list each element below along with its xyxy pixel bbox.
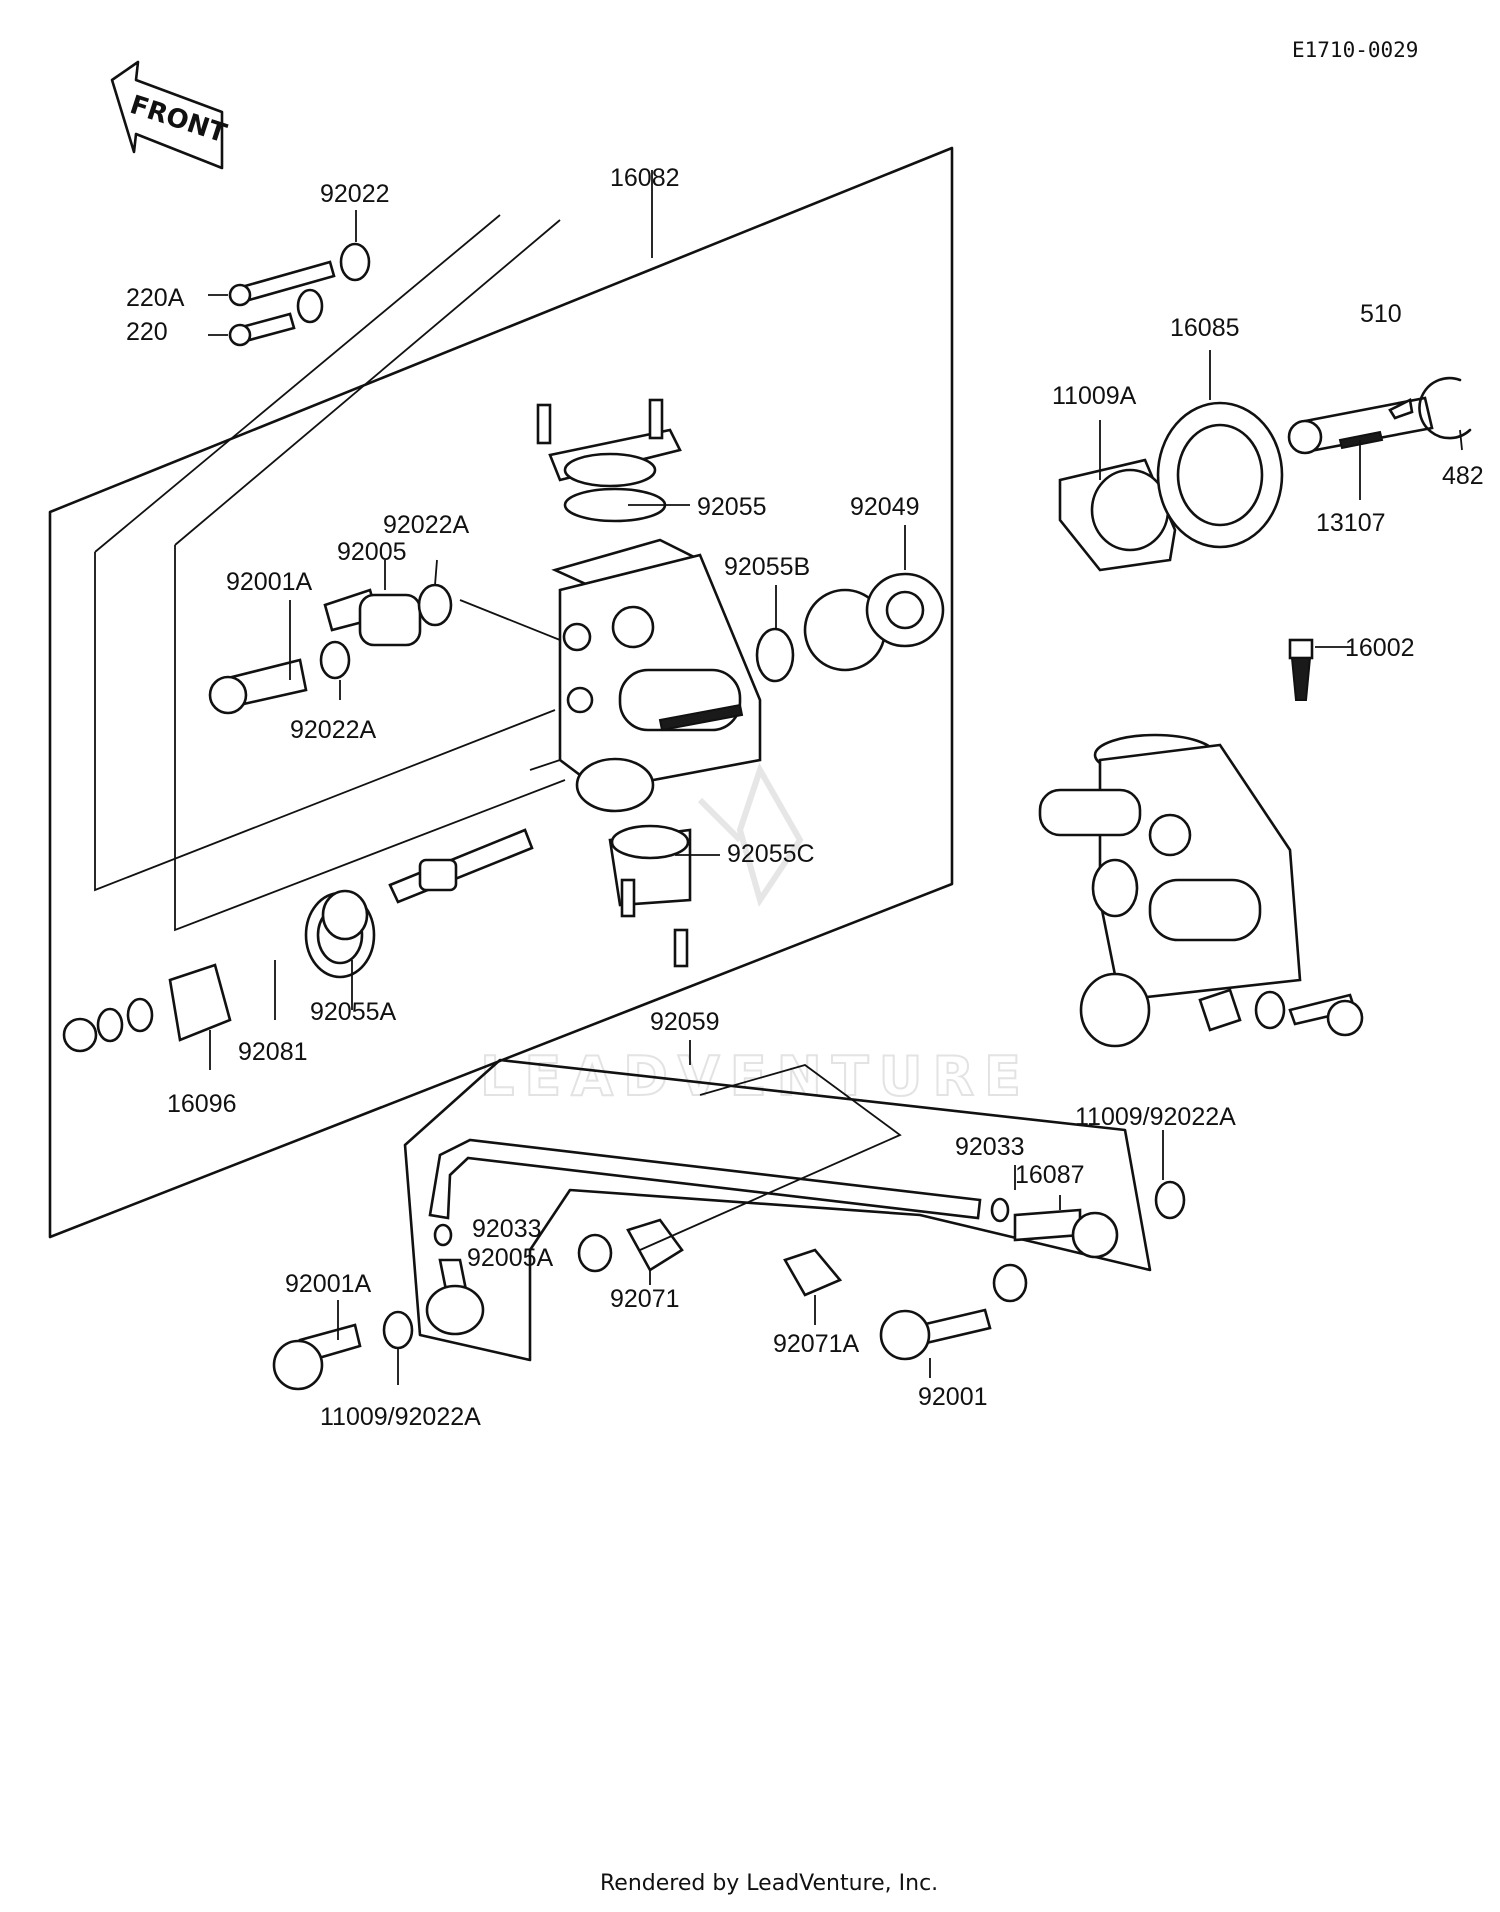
bolts-220 (208, 210, 371, 347)
part-label: 92049 (850, 493, 920, 521)
part-label: 92022 (320, 180, 390, 208)
part-label: 92033 (955, 1133, 1025, 1161)
oil-pump-body (459, 398, 762, 813)
watermark-text: LEADVENTURE (480, 1045, 1031, 1108)
front-arrow: FRONT (110, 60, 230, 170)
part-label: 92005 (337, 538, 407, 566)
part-label: 92001A (285, 1270, 372, 1298)
part-label: 92055B (724, 553, 810, 581)
part-label: 16002 (1345, 634, 1415, 662)
part-label: 92022A (383, 511, 470, 539)
part-label: 11009A (1052, 382, 1137, 410)
part-label: 92001 (918, 1383, 988, 1411)
part-label: 16082 (610, 164, 680, 192)
part-label: 16096 (167, 1090, 237, 1118)
part-label: 92001A (226, 568, 313, 596)
leader-lines (209, 350, 1463, 1385)
drawing-code: E1710-0029 (1292, 38, 1418, 62)
part-label: 92055A (310, 998, 397, 1026)
part-label: 92059 (650, 1008, 720, 1036)
part-label: 220A (126, 284, 185, 312)
part-label: 510 (1360, 300, 1402, 328)
part-label: 13107 (1316, 509, 1386, 537)
assembled-pump-right (1038, 733, 1364, 1048)
assembly-frame-16082 (48, 146, 954, 1239)
part-label: 92022A (290, 716, 377, 744)
front-arrow-label: FRONT (126, 90, 230, 149)
part-label: 92071 (610, 1285, 680, 1313)
part-labels: 16082 92022 220A 220 92055 92022A 92005 … (126, 164, 1484, 1431)
render-credit-footer: Rendered by LeadVenture, Inc. (600, 1871, 938, 1896)
oil-line-assembly-92059 (272, 1058, 1186, 1391)
part-label: 11009/92022A (1075, 1103, 1236, 1131)
part-label: 92055 (697, 493, 767, 521)
part-label: 92055C (727, 840, 815, 868)
part-label: 92081 (238, 1038, 308, 1066)
part-label: 11009/92022A (320, 1403, 481, 1431)
part-label: 16087 (1015, 1161, 1085, 1189)
gear-and-shaft (1058, 376, 1472, 701)
part-label: 16085 (1170, 314, 1240, 342)
part-label: 482 (1442, 462, 1484, 490)
part-label: 92071A (773, 1330, 860, 1358)
leadventure-watermark: LEADVENTURE (479, 762, 1031, 1109)
part-label: 92005A (467, 1244, 554, 1272)
part-label: 92033 (472, 1215, 542, 1243)
left-small-parts (62, 583, 534, 1053)
part-label: 220 (126, 318, 168, 346)
seals-and-rings (563, 487, 945, 968)
